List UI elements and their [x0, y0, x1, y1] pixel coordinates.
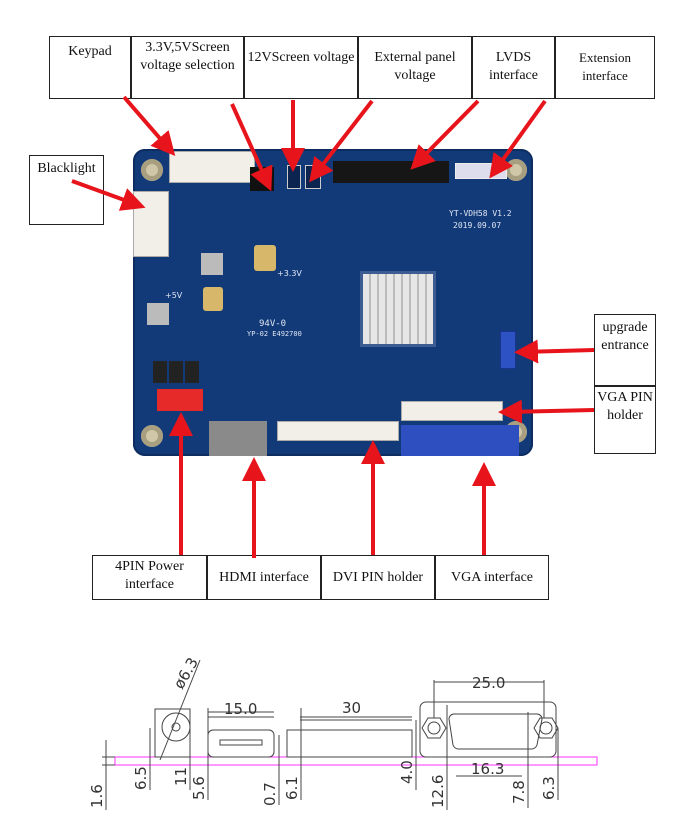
label-screen-voltage-selection-text: 3.3V,5VScreen voltage selection — [140, 40, 235, 73]
dim-hdmi-width: 15.0 — [224, 700, 257, 718]
silk-5v: +5V — [165, 291, 183, 300]
label-external-panel-voltage: External panel voltage — [358, 36, 472, 99]
dim-vga-mid: 7.8 — [510, 780, 528, 804]
pcb-board: YT-VDH58 V1.2 2019.09.07 +3.3V +5V 94V-0… — [133, 149, 533, 456]
label-keypad-text: Keypad — [68, 44, 112, 59]
label-lvds-interface-text: LVDS interface — [489, 50, 538, 83]
arrow-vga-pin — [498, 399, 595, 424]
label-extension-interface: Extension interface — [555, 36, 655, 99]
label-dvi-pin-holder: DVI PIN holder — [321, 555, 435, 600]
mounting-hole — [141, 425, 163, 447]
label-vga-interface: VGA interface — [435, 555, 549, 600]
silk-model: YT-VDH58 V1.2 — [449, 209, 512, 218]
label-4pin-power-interface-text: 4PIN Power interface — [115, 559, 184, 592]
label-12v-screen-voltage: 12VScreen voltage — [244, 36, 358, 99]
hdmi-connector — [209, 421, 267, 456]
silk-code: YP-02 E492700 — [247, 330, 302, 338]
label-keypad: Keypad — [49, 36, 131, 99]
label-4pin-power-interface: 4PIN Power interface — [92, 555, 207, 600]
label-lvds-interface: LVDS interface — [472, 36, 555, 99]
silk-date: 2019.09.07 — [453, 221, 502, 230]
silk-94v: 94V-0 — [259, 319, 287, 329]
dim-vga-width: 25.0 — [472, 674, 505, 692]
dim-spacing: 30 — [342, 699, 361, 717]
dim-vga-flange: 4.0 — [398, 760, 416, 784]
diode — [169, 361, 183, 383]
label-upgrade-entrance-text: upgrade entrance — [601, 320, 649, 353]
label-upgrade-entrance: upgrade entrance — [594, 314, 656, 386]
arrow-lvds — [410, 99, 480, 170]
vga-connector — [401, 425, 519, 456]
label-external-panel-voltage-text: External panel voltage — [374, 50, 456, 83]
dim-vga-height: 12.6 — [429, 775, 447, 808]
capacitor — [254, 245, 276, 271]
label-vga-pin-holder-text: VGA PIN holder — [597, 390, 653, 423]
pcb-outline — [114, 756, 598, 766]
label-hdmi-interface: HDMI interface — [207, 555, 321, 600]
dim-dvi-height: 6.1 — [283, 776, 301, 800]
dim-vga-post: 6.3 — [540, 776, 558, 800]
inductor — [147, 303, 169, 325]
dim-hdmi-offset: 0.7 — [261, 782, 279, 806]
label-vga-pin-holder: VGA PIN holder — [594, 386, 656, 454]
keypad-connector — [169, 151, 255, 183]
label-screen-voltage-selection: 3.3V,5VScreen voltage selection — [131, 36, 244, 99]
dim-dc-center: 6.5 — [132, 766, 150, 790]
arrow-upgrade — [514, 339, 595, 364]
label-vga-interface-text: VGA interface — [450, 570, 534, 585]
arrow-backlight — [71, 179, 146, 211]
label-extension-interface-text: Extension interface — [579, 50, 631, 83]
callout-arrows — [71, 95, 595, 558]
hdmi-outline — [207, 729, 275, 758]
dim-hdmi-height: 5.6 — [190, 776, 208, 800]
inductor — [201, 253, 223, 275]
dim-vga-inner: 16.3 — [471, 760, 504, 778]
diode — [153, 361, 167, 383]
mounting-hole — [141, 159, 163, 181]
dim-dc-height: 11 — [172, 767, 190, 786]
diode — [185, 361, 199, 383]
arrow-keypad — [122, 95, 176, 157]
dvi-header — [277, 421, 399, 441]
vga-outline — [419, 701, 557, 758]
silk-33v: +3.3V — [277, 269, 302, 278]
capacitor — [203, 287, 223, 311]
dim-pcb-thickness: 1.6 — [88, 784, 106, 808]
arrow-extension — [489, 99, 547, 179]
arrow-voltage-selection — [230, 103, 273, 192]
dim-dc-diameter: ø6.3 — [170, 654, 202, 692]
label-hdmi-interface-text: HDMI interface — [219, 570, 309, 585]
label-12v-screen-voltage-text: 12VScreen voltage — [247, 50, 355, 65]
label-dvi-pin-holder-text: DVI PIN holder — [332, 570, 424, 585]
arrow-external-panel-voltage — [309, 99, 374, 183]
power-4pin-connector — [157, 389, 203, 411]
label-backlight-text: Blacklight — [37, 161, 96, 176]
dvi-outline — [286, 729, 413, 758]
heatsink — [360, 271, 436, 347]
